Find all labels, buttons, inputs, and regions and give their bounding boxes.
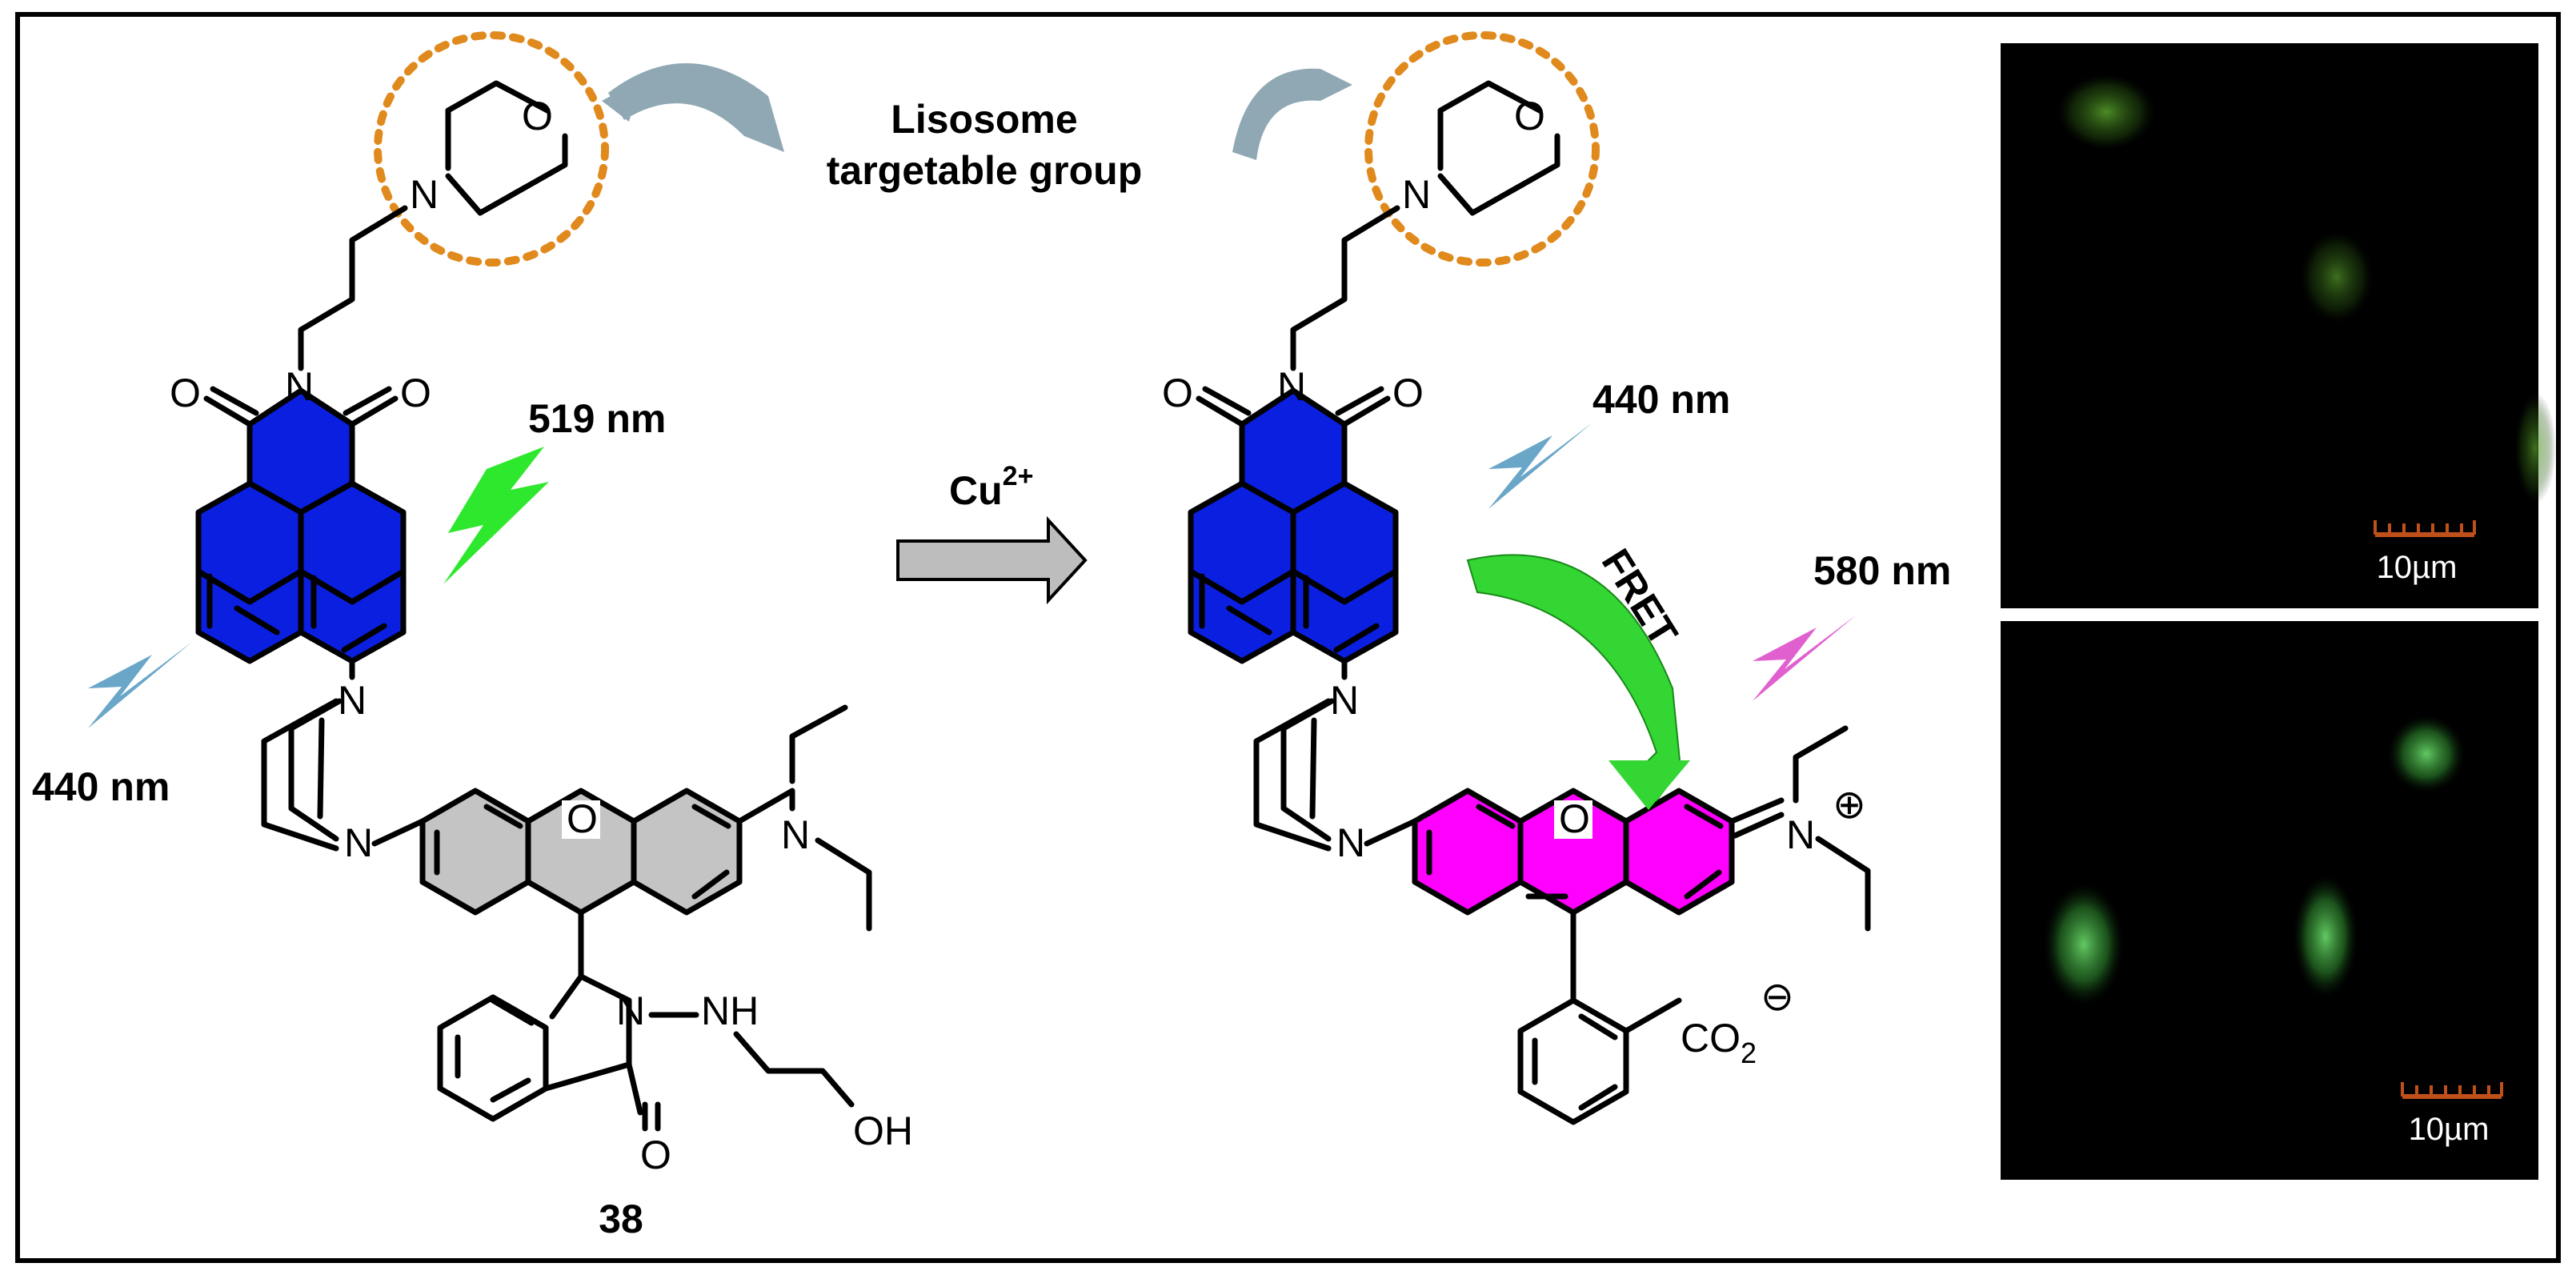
scale-bar-top: 10µm [2374,520,2476,585]
imide-nitrogen-left: N [285,364,314,409]
xanthene-oxygen-closed: O [567,796,598,841]
excitation-wavelength-right: 440 nm [1592,377,1730,422]
morpholine-oxygen: O [522,94,553,138]
scale-bar-bottom-label: 10µm [2409,1112,2490,1147]
lactam-oxygen: O [640,1133,671,1177]
piperazine-nitrogen-top-left: N [338,678,367,723]
curved-arrow-left-head [602,80,640,122]
morpholine-oxygen-right: O [1514,94,1545,138]
piperazine-left [261,698,343,852]
compound-number: 38 [599,1197,643,1241]
xanthene-oxygen-open: O [1559,796,1590,841]
group-label-line1: Lisosome [891,97,1077,142]
hydroxyl-group: OH [853,1109,913,1153]
morpholine-nitrogen-right: N [1402,172,1431,217]
micrograph-divider [1997,608,2542,619]
xanthene-closed: O [419,788,743,916]
iminium-nitrogen: N [1786,812,1815,857]
emission-bolt-left [443,447,549,584]
iminium-plus-charge: ⊕ [1833,782,1866,827]
naphthalimide-left: O O N [170,364,431,664]
scale-bar-top-label: 10µm [2377,550,2458,585]
piperazine-nitrogen-bottom-left: N [344,820,373,865]
morpholine-bonds [445,80,568,216]
fret-arrow-head [1608,760,1690,810]
morpholine-bonds-right [1437,80,1560,216]
emission-wavelength-right: 580 nm [1813,548,1951,593]
micrograph-bottom: 10µm [2001,621,2538,1180]
piperazine-nitrogen-bottom-right: N [1336,820,1365,865]
propyl-linker-right [1290,205,1400,371]
reaction-arrow [896,515,1088,605]
curved-arrow-left [608,62,784,152]
curved-arrow-right [1232,68,1352,160]
figure-frame [15,12,2561,1263]
product-molecule: O N O O N N N O N [1162,31,1871,1125]
targetable-group-highlight-right [1364,31,1600,267]
micrograph-top: 10µm [2001,43,2556,608]
imide-oxygen-right-a: O [1162,371,1193,415]
propyl-linker-left [298,205,408,371]
emission-bolt-right [1753,615,1857,701]
targetable-group-highlight-left [374,31,609,267]
xanthene-open: O [1412,788,1735,916]
imide-nitrogen-right: N [1277,364,1306,409]
scale-bar-bottom: 10µm [2401,1082,2503,1147]
excitation-bolt-left [88,642,192,728]
imide-oxygen-left-b: O [400,371,431,415]
diethylamine-nitrogen: N [781,812,810,857]
excitation-wavelength-left: 440 nm [32,764,170,809]
excitation-bolt-right [1488,423,1592,509]
piperazine-nitrogen-top-right: N [1330,678,1359,723]
emission-wavelength-left: 519 nm [528,396,666,441]
hydrazide-nitrogen: N [616,988,645,1033]
carboxylate-minus-charge: ⊖ [1761,974,1794,1019]
group-label-line2: targetable group [827,148,1142,193]
carboxylate-group: CO2 [1681,1016,1757,1069]
compound-38: O N O O N N N [170,31,913,1241]
hydrazide-nh: NH [701,988,759,1033]
imide-oxygen-right-b: O [1392,371,1424,415]
naphthalimide-right: O O N [1162,364,1424,664]
morpholine-nitrogen: N [410,172,439,217]
reagent-label: Cu2+ [949,461,1033,513]
piperazine-right [1253,698,1335,852]
imide-oxygen-left-a: O [170,371,201,415]
